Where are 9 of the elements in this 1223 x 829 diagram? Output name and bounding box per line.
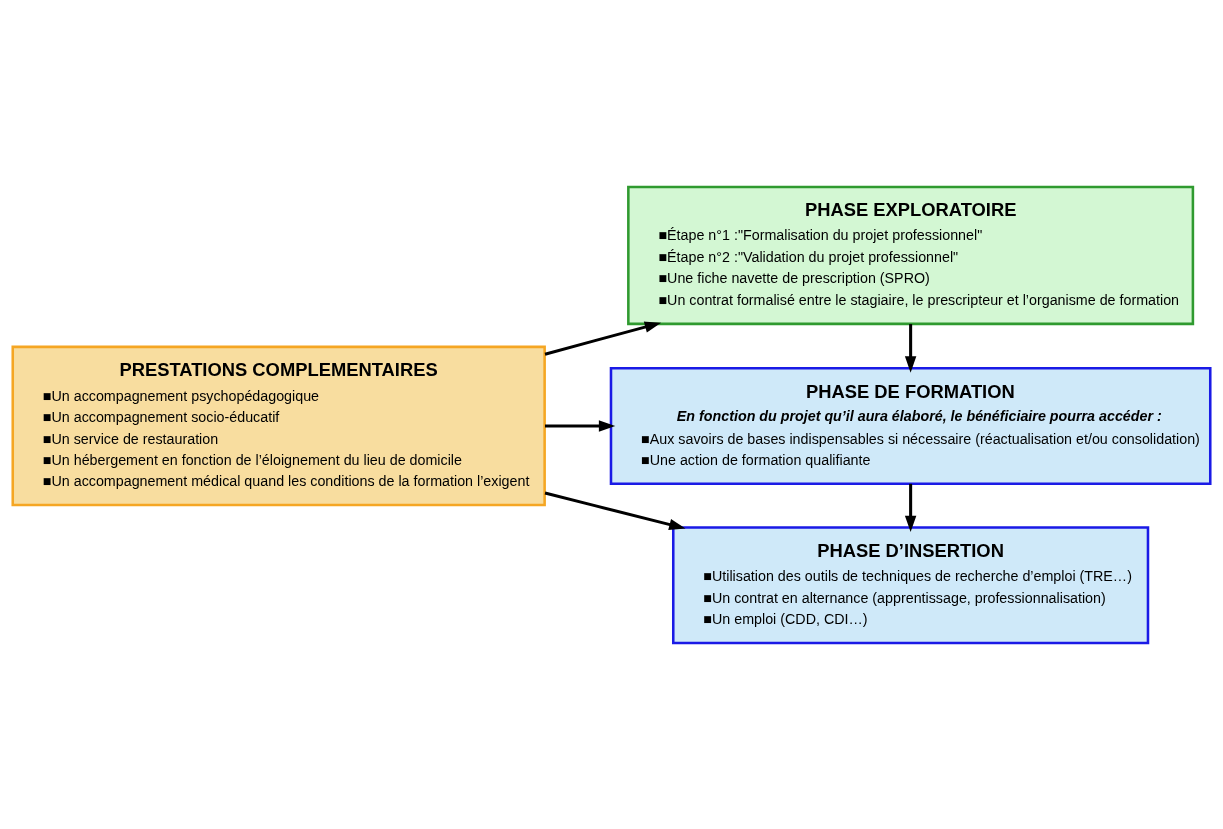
arrow: [545, 419, 616, 432]
arrow: [544, 491, 686, 530]
node-box: PHASE EXPLORATOIRE ■Étape n°1 :"Formalisation du projet professionnel" ■Étape n°2 :"Validation du projet professionnel" ■Une fiche navette de prescription (SPRO) ■Un contrat formalisé entre le stagiaire, le prescripteur et l’organisme de formation: [627, 185, 1195, 325]
arrow: [544, 320, 662, 356]
arrow: [904, 323, 917, 373]
node-box: PRESTATIONS COMPLEMENTAIRES ■Un accompagnement psychopédagogique ■Un accompagnement socio-éducatif ■Un service de restauration ■Un hébergement en fonction de l’éloignement du lieu de domicile ■Un accompagnement médical quand les conditions de la formation l’exigent: [11, 345, 546, 506]
arrow: [904, 483, 917, 532]
node-box: PHASE DE FORMATION En fonction du projet qu’il aura élaboré, le bénéficiaire pourra accéder : ■Aux savoirs de bases indispensables si nécessaire (réactualisation et/ou consolidation) ■Une action de formation qualifiante: [609, 366, 1212, 485]
node-box: PHASE D’INSERTION ■Utilisation des outils de techniques de recherche d’emploi (TRE…) ■Un contrat en alternance (apprentissage, professionnalisation) ■Un emploi (CDD, CDI…): [672, 525, 1150, 644]
